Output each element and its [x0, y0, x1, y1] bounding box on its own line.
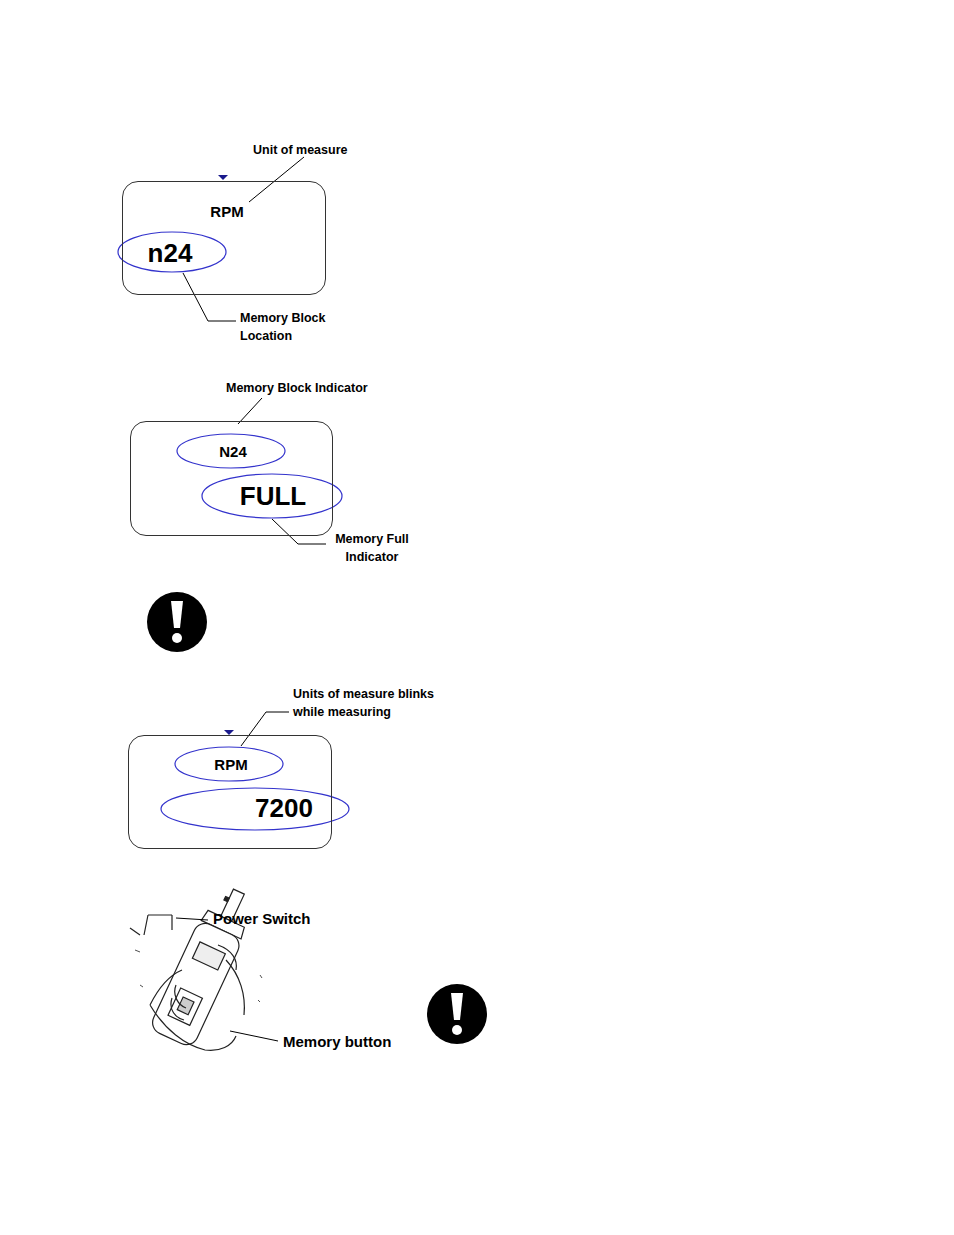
- highlight-ellipse: [175, 747, 283, 781]
- memory-block-text: N24: [219, 444, 247, 461]
- leader-line: [272, 519, 326, 544]
- memory-full-text: FULL: [240, 482, 306, 511]
- display-screen: RPM n24: [122, 181, 326, 295]
- callout-label: Unit of measure: [253, 141, 373, 159]
- callout-label: Memory Block Location: [240, 309, 340, 345]
- callout-label: Memory Block Indicator: [226, 379, 396, 397]
- unit-text: RPM: [210, 204, 243, 221]
- callout-label: Power Switch: [213, 908, 343, 930]
- callout-label: Memory Full Indicator: [330, 530, 414, 566]
- highlight-ellipse: [161, 788, 349, 830]
- display-screen: RPM 7200: [128, 735, 332, 849]
- leader-line: [249, 157, 304, 202]
- display-screen: N24FULL: [130, 421, 333, 536]
- leader-line: [183, 273, 236, 321]
- highlight-ellipse: [177, 434, 285, 468]
- leader-line: [241, 712, 289, 746]
- highlight-ellipse: [118, 232, 226, 272]
- pointer-triangle: [218, 175, 228, 180]
- leader-line: [176, 918, 208, 920]
- leader-line: [230, 1031, 278, 1041]
- warning-icon: [147, 592, 207, 652]
- reading-value-text: 7200: [255, 794, 313, 823]
- unit-text: RPM: [214, 757, 247, 774]
- memory-location-text: n24: [148, 239, 193, 268]
- callout-label: Memory button: [283, 1031, 423, 1053]
- warning-icon: [427, 984, 487, 1044]
- callout-label: Units of measure blinks while measuring: [293, 685, 451, 721]
- tachometer-sketch: [130, 881, 262, 1050]
- highlight-ellipse: [202, 474, 342, 518]
